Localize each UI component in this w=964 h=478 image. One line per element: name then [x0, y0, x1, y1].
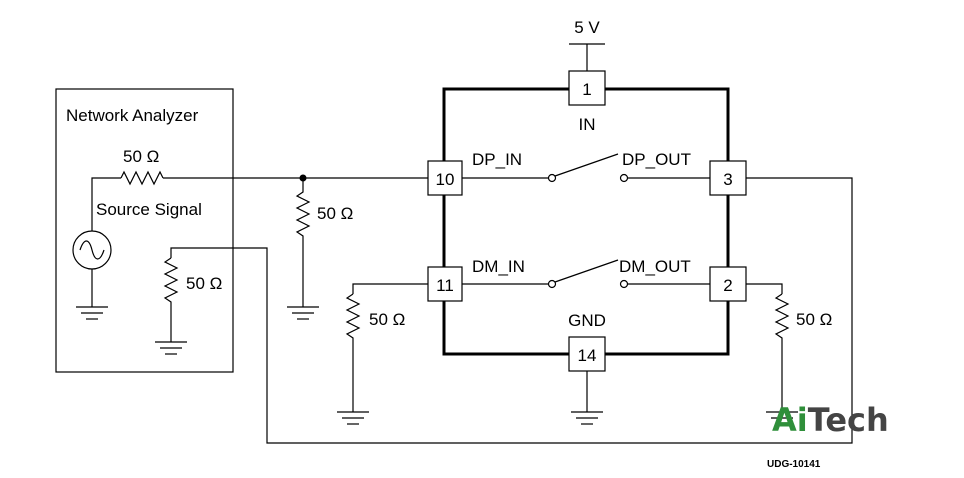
source-signal-label: Source Signal [96, 200, 202, 219]
dm-in-term-resistor-symbol [345, 293, 361, 412]
pin-dm-in-box [427, 266, 463, 302]
source-wire [91, 177, 121, 231]
pin-dm-out-box [709, 266, 747, 302]
dm-out-term-resistor-label: 50 Ω [796, 310, 832, 329]
pin-dp-in-number: 10 [436, 170, 455, 189]
dm-in-term-resistor-label: 50 Ω [369, 310, 405, 329]
analyzer-input-resistor-label: 50 Ω [186, 274, 222, 293]
pin-in-number: 1 [582, 80, 591, 99]
sine-wave-icon [79, 240, 105, 260]
ground-icon [287, 306, 319, 320]
dm-out-term-resistor-symbol [774, 293, 790, 412]
gnd-label: GND [568, 311, 606, 330]
ground-icon [337, 411, 369, 425]
pin-in-box [568, 70, 606, 106]
pin-dp-out-number: 3 [723, 170, 732, 189]
pin-dm-in-number: 11 [436, 276, 454, 295]
dp-in-net-label: DP_IN [472, 150, 522, 169]
dp-in-term-resistor-label: 50 Ω [317, 204, 353, 223]
dp-in-term-resistor-symbol [295, 178, 311, 307]
dm-switch-contact-in [547, 279, 557, 289]
ground-icon [76, 306, 108, 320]
network-analyzer-title: Network Analyzer [66, 106, 199, 125]
aitech-watermark: AiTech [772, 401, 889, 439]
dp-switch-contact-in [547, 173, 557, 183]
dm-in-term-wire [352, 283, 428, 294]
ground-icon [155, 341, 187, 355]
analyzer-input-resistor-symbol [163, 257, 179, 342]
pin-gnd-number: 14 [578, 346, 597, 365]
dm-switch-contact-out [619, 279, 629, 289]
pin-dp-in-box [427, 160, 463, 196]
analyzer-input-wire [170, 177, 853, 444]
pin-dp-out-box [709, 160, 747, 196]
supply-label: 5 V [574, 18, 600, 37]
watermark-part1: Ai [772, 401, 808, 439]
network-analyzer-box [55, 88, 234, 373]
in-label: IN [579, 115, 596, 134]
dp-switch-contact-out [619, 173, 629, 183]
dm-out-net-label: DM_OUT [619, 257, 691, 276]
ground-icon [766, 411, 798, 425]
series-resistor-label: 50 Ω [123, 147, 159, 166]
series-resistor-symbol [120, 170, 164, 186]
dm-switch-blade [554, 259, 619, 283]
dm-out-term-wire [746, 283, 783, 294]
dp-out-net-label: DP_OUT [622, 150, 691, 169]
figure-id: UDG-10141 [767, 459, 821, 470]
dm-in-net-label: DM_IN [472, 257, 525, 276]
dp-switch-blade [554, 153, 619, 177]
pin-gnd-box [568, 336, 606, 372]
pin-dm-out-number: 2 [723, 276, 732, 295]
ground-icon [571, 411, 603, 425]
watermark-part2: Tech [808, 401, 889, 439]
